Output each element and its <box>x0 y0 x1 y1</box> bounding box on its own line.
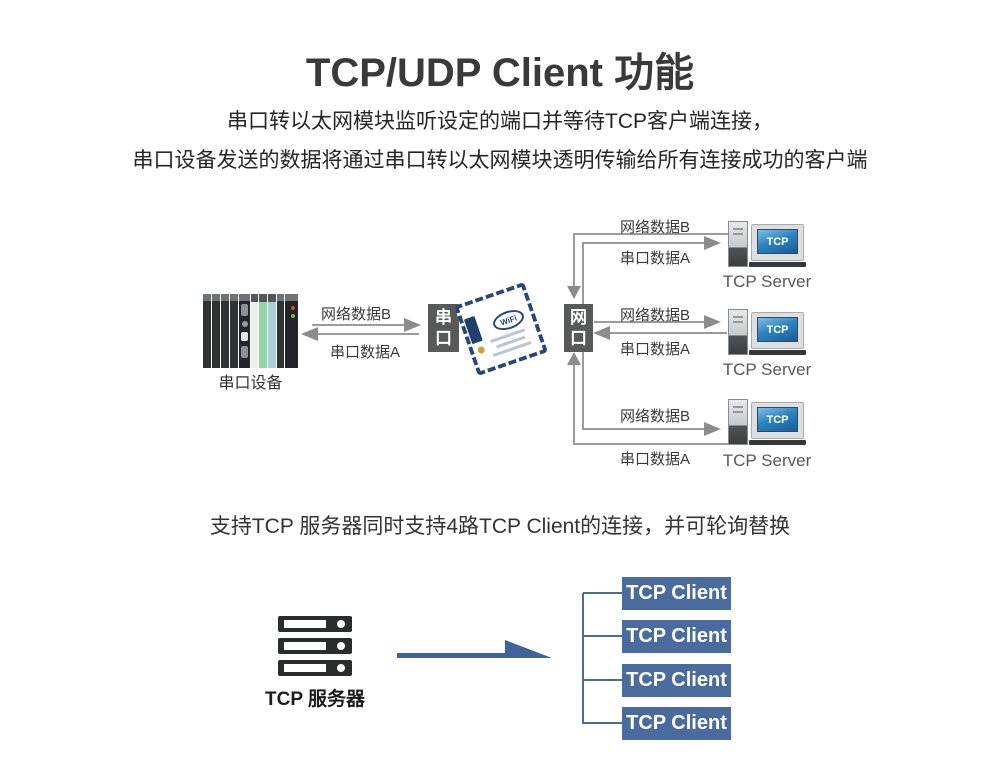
gold-pad-icon <box>476 345 486 355</box>
keyboard-icon <box>749 440 806 445</box>
pc-tower-icon <box>728 399 748 445</box>
serial-data-a-label: 串口数据A <box>619 250 690 267</box>
device-slat <box>203 294 211 368</box>
pc-tower-icon <box>728 309 748 355</box>
tcp-server-label: TCP Server <box>722 360 812 379</box>
rack-dot <box>337 664 345 672</box>
flow-arrow-icon <box>397 640 552 658</box>
serial-data-a-label: 串口数据A <box>619 451 690 468</box>
tcp-server-rack-label: TCP 服务器 <box>265 689 365 710</box>
device-slat <box>229 294 238 368</box>
tcp-server-label: TCP Server <box>722 451 812 470</box>
serial-port-box: 串口 <box>428 304 459 352</box>
tcp-server-icon: TCP <box>727 221 807 268</box>
network-port-box: 网口 <box>564 304 593 352</box>
connection-line <box>318 333 419 335</box>
tcp-client-box: TCP Client <box>622 577 731 610</box>
monitor-icon: TCP <box>751 402 804 439</box>
wifi-module-icon: WiFi <box>453 281 549 377</box>
net-data-b-label: 网络数据B <box>619 307 690 324</box>
bracket-stub <box>583 635 622 637</box>
tcp-client-box: TCP Client <box>622 664 731 697</box>
net-data-b-label: 网络数据B <box>619 408 690 425</box>
rack-dot <box>337 620 345 628</box>
serial-port-box-label: 串口 <box>435 308 452 348</box>
monitor-screen: TCP <box>757 229 798 254</box>
monitor-screen: TCP <box>757 407 798 432</box>
connection-line <box>582 242 584 304</box>
net-data-b-label: 网络数据B <box>619 219 690 236</box>
arrow-left-icon <box>301 327 318 341</box>
rack-unit-icon <box>278 616 352 632</box>
device-slat-green <box>259 294 268 368</box>
net-data-b-label: 网络数据B <box>320 306 391 323</box>
arrow-right-icon <box>704 422 721 436</box>
connection-line <box>610 332 727 334</box>
bracket-line <box>582 593 584 724</box>
device-knob <box>241 321 248 327</box>
antenna-block-icon <box>463 315 483 345</box>
monitor-icon: TCP <box>751 312 804 349</box>
tcp-server-icon: TCP <box>727 309 807 356</box>
monitor-icon: TCP <box>751 224 804 261</box>
arrow-right-icon <box>704 236 721 250</box>
connection-line <box>573 233 575 286</box>
rack-dot <box>337 642 345 650</box>
tcp-server-icon: TCP <box>727 399 807 446</box>
arrow-down-icon <box>567 286 581 299</box>
device-slat-blue <box>268 294 277 368</box>
connection-line <box>573 365 575 445</box>
connection-line <box>582 352 584 429</box>
arrow-right-icon <box>404 318 421 332</box>
connection-line <box>573 443 729 445</box>
bracket-stub <box>583 679 622 681</box>
serial-device-label: 串口设备 <box>218 375 283 392</box>
rack-slot <box>284 664 326 672</box>
connector-icon <box>240 304 248 316</box>
bracket-stub <box>583 722 622 724</box>
rack-slot <box>284 620 326 628</box>
device-slat <box>211 294 220 368</box>
red-led-icon <box>290 306 295 310</box>
network-port-box-label: 网口 <box>570 308 587 348</box>
bracket-stub <box>583 592 622 594</box>
device-cpu-slat <box>238 294 250 368</box>
device-slat <box>220 294 229 368</box>
serial-device-icon <box>203 294 298 368</box>
server-rack-icon <box>278 616 352 682</box>
arrow-right-icon <box>704 315 721 329</box>
monitor-screen: TCP <box>757 317 798 342</box>
connection-line <box>573 233 729 235</box>
green-led-icon <box>290 314 295 318</box>
pc-tower-icon <box>728 221 748 267</box>
subtitle-line-2: 串口设备发送的数据将通过串口转以太网模块透明传输给所有连接成功的客户端 <box>132 149 868 172</box>
connection-line <box>582 242 704 244</box>
subtitle-line-1: 串口转以太网模块监听设定的端口并等待TCP客户端连接， <box>227 110 773 133</box>
rack-unit-icon <box>278 660 352 676</box>
device-slat <box>277 294 285 368</box>
device-slat-white <box>250 294 259 368</box>
device-end-slat <box>285 294 298 368</box>
connection-line <box>312 324 405 326</box>
keyboard-icon <box>749 350 806 355</box>
arrow-up-icon <box>567 352 581 365</box>
tcp-server-label: TCP Server <box>722 272 812 291</box>
tcp-client-box: TCP Client <box>622 620 731 653</box>
keyboard-icon <box>749 262 806 267</box>
connection-line <box>594 321 704 323</box>
serial-data-a-label: 串口数据A <box>619 341 690 358</box>
arrow-left-icon <box>593 326 610 340</box>
tcp-client-box: TCP Client <box>622 707 731 740</box>
rack-unit-icon <box>278 638 352 654</box>
port-icon <box>240 332 248 341</box>
connection-line <box>582 428 704 430</box>
section-heading: 支持TCP 服务器同时支持4路TCP Client的连接，并可轮询替换 <box>209 515 791 538</box>
page-title: TCP/UDP Client 功能 <box>305 51 695 95</box>
serial-data-a-label: 串口数据A <box>329 344 400 361</box>
connector-icon <box>240 346 248 358</box>
rack-slot <box>284 642 326 650</box>
